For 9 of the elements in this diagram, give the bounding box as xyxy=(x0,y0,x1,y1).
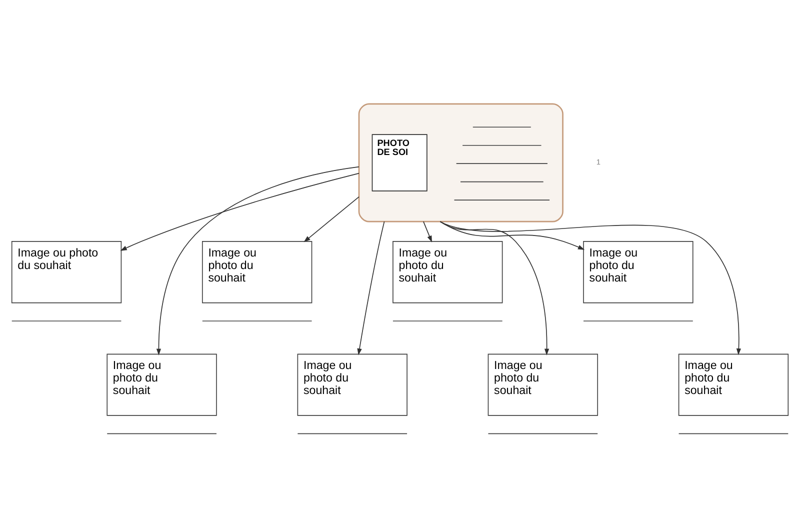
arrow xyxy=(120,172,360,250)
arrow xyxy=(423,220,432,242)
arrow xyxy=(156,166,360,355)
arrow xyxy=(440,220,585,250)
label: 1 xyxy=(596,157,600,166)
arrow xyxy=(304,196,360,242)
cluster xyxy=(358,102,564,222)
arrow xyxy=(440,220,742,355)
arrow xyxy=(357,220,385,355)
